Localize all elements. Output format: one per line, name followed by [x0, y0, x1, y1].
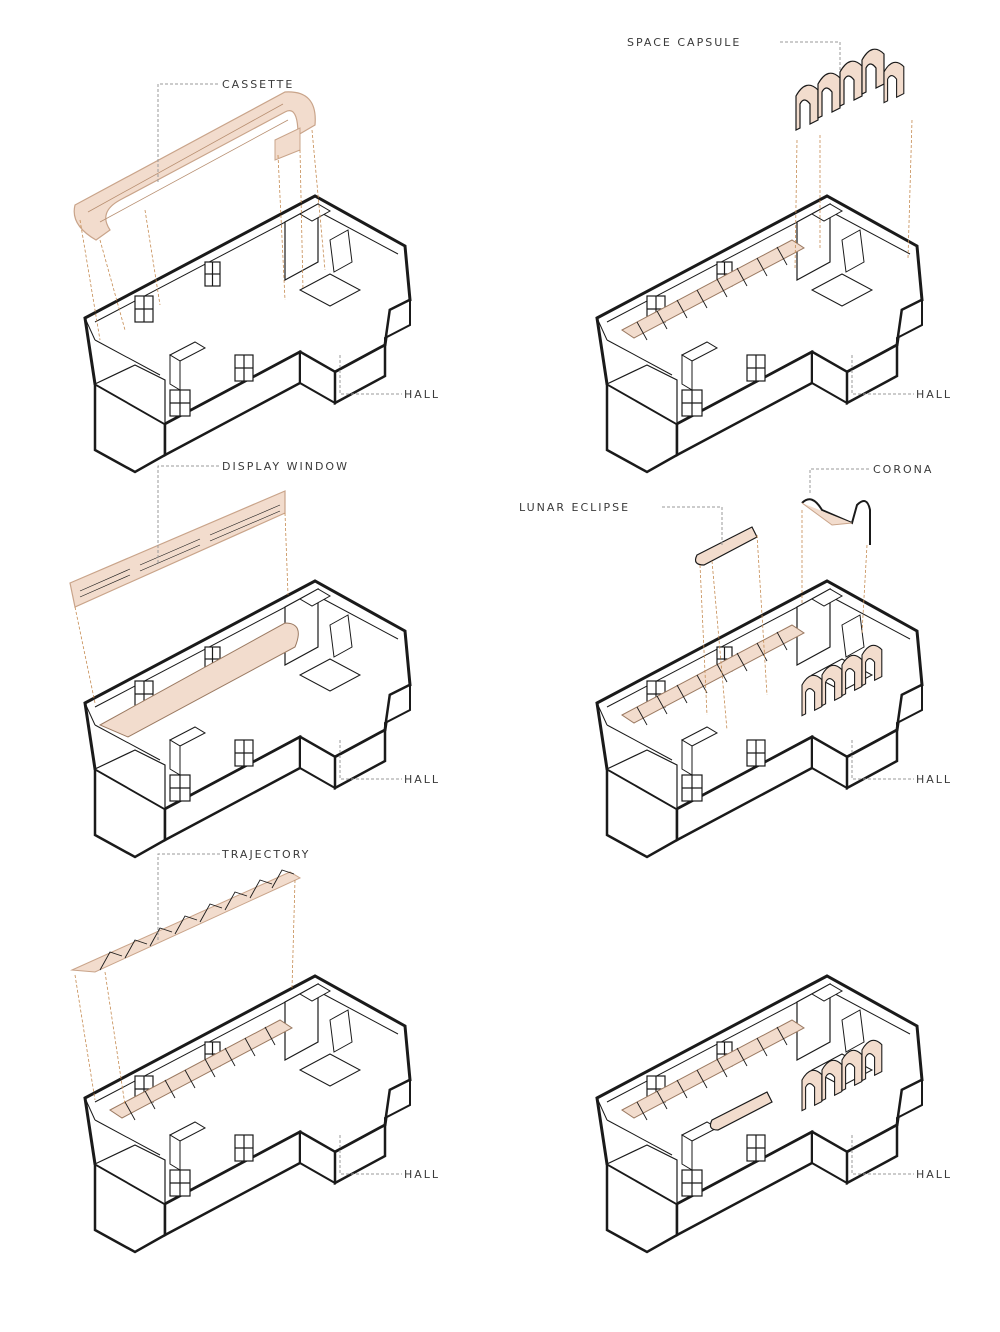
- projection-lines: [794, 119, 913, 271]
- hall-label: HALL: [916, 773, 952, 786]
- projection-lines: [74, 879, 296, 1106]
- projection-lines: [79, 129, 326, 341]
- panel-space-capsule: SPACE CAPSULE HALL: [595, 36, 952, 474]
- panel-cassette: CASSETTE HALL: [73, 78, 440, 474]
- panel-trajectory: TRAJECTORY HALL: [70, 848, 440, 1254]
- corona-leader: [809, 468, 870, 493]
- lunar-eclipse-element: [694, 526, 758, 566]
- hall-label: HALL: [916, 388, 952, 401]
- hall-label: HALL: [404, 773, 440, 786]
- space-capsule-label: SPACE CAPSULE: [627, 36, 741, 49]
- cassette-label: CASSETTE: [222, 78, 294, 91]
- space-capsule-element: [795, 48, 905, 131]
- projection-lines: [699, 510, 868, 731]
- panel-complete: HALL: [595, 974, 952, 1254]
- cassette-leader: [157, 83, 220, 182]
- panel-display-window: DISPLAY WINDOW HALL: [69, 460, 440, 859]
- trajectory-label: TRAJECTORY: [221, 848, 310, 861]
- trajectory-element: [70, 869, 302, 973]
- cassette-element: [73, 91, 316, 241]
- display-window-leader: [157, 465, 220, 563]
- hall-label: HALL: [916, 1168, 952, 1181]
- corona-element: [801, 498, 871, 545]
- space-capsule-leader: [780, 41, 841, 70]
- display-window-label: DISPLAY WINDOW: [222, 460, 349, 473]
- lunar-eclipse-label: LUNAR ECLIPSE: [519, 501, 630, 514]
- hall-label: HALL: [404, 388, 440, 401]
- trajectory-leader: [157, 853, 220, 940]
- lunar-eclipse-leader: [662, 506, 723, 545]
- panel-lunar-eclipse-corona: LUNAR ECLIPSE CORONA HALL: [519, 463, 952, 859]
- hall-label: HALL: [404, 1168, 440, 1181]
- display-window-element: [69, 490, 286, 608]
- lunar-eclipse-installed: [709, 1091, 773, 1131]
- corona-label: CORONA: [873, 463, 933, 476]
- projection-lines: [74, 512, 289, 704]
